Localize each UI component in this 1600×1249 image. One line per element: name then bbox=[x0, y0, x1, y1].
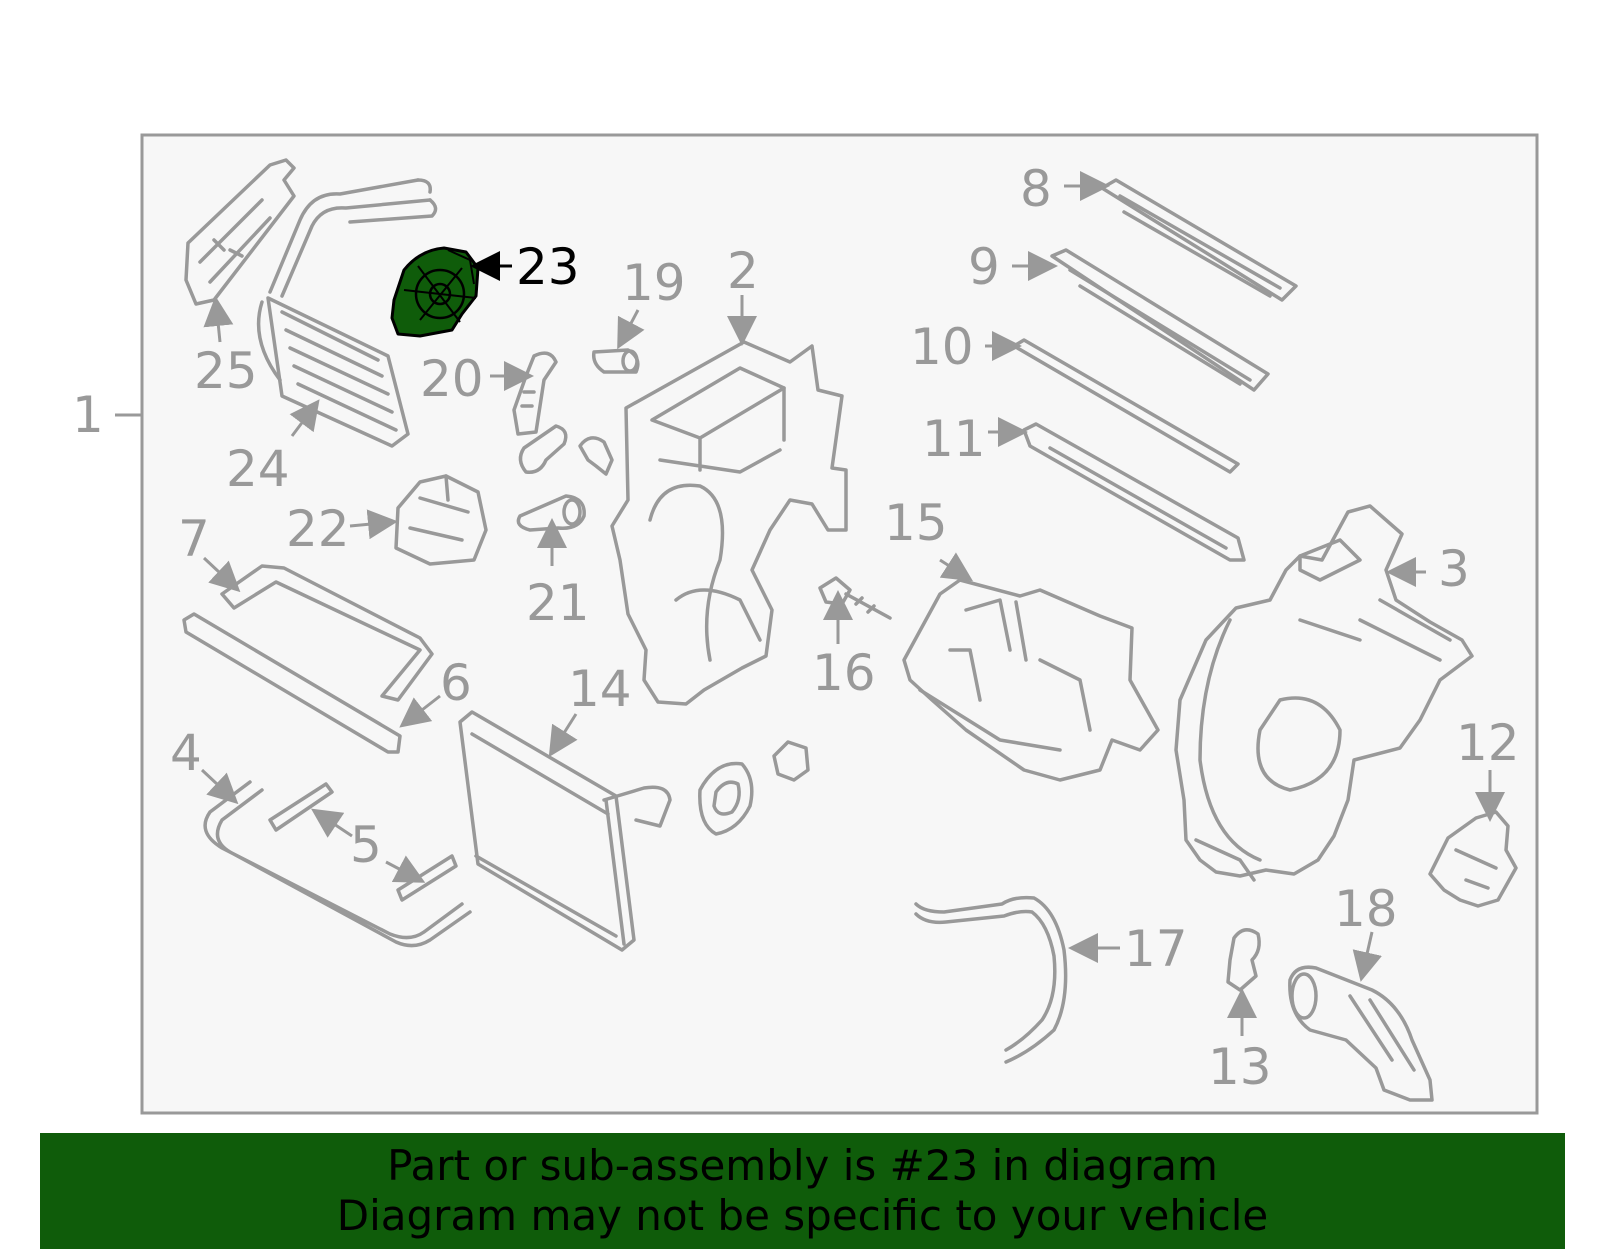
callout-10: 10 bbox=[910, 318, 974, 376]
callout-6: 6 bbox=[440, 654, 472, 712]
callout-24: 24 bbox=[226, 440, 290, 498]
callout-18: 18 bbox=[1334, 880, 1398, 938]
part-8-shape bbox=[1100, 178, 1298, 302]
callout-15: 15 bbox=[884, 494, 948, 552]
part-gasket-shapes bbox=[698, 740, 810, 836]
callout-labels: 1 2 3 4 5 6 7 8 9 10 11 12 13 14 15 16 1… bbox=[72, 160, 1520, 1096]
part-17-shape bbox=[914, 895, 1068, 1064]
callout-2: 2 bbox=[727, 242, 759, 300]
callout-17: 17 bbox=[1124, 920, 1188, 978]
callout-14: 14 bbox=[568, 660, 632, 718]
part-6-shape bbox=[182, 612, 402, 754]
leader-lines bbox=[115, 171, 1505, 1036]
callout-23[interactable]: 23 bbox=[516, 238, 580, 296]
callout-20: 20 bbox=[420, 350, 484, 408]
part-20-shape bbox=[512, 351, 558, 436]
callout-1: 1 bbox=[72, 386, 104, 444]
info-banner: Part or sub-assembly is #23 in diagram D… bbox=[40, 1133, 1565, 1249]
callout-22: 22 bbox=[286, 500, 350, 558]
part-19-shape bbox=[591, 348, 640, 374]
part-18-shape bbox=[1288, 965, 1434, 1102]
callout-19: 19 bbox=[622, 254, 686, 312]
part-3-shape bbox=[1174, 504, 1474, 882]
callout-25: 25 bbox=[194, 342, 258, 400]
part-4-shape bbox=[203, 780, 472, 948]
part-9-shape bbox=[1050, 248, 1270, 392]
callout-4: 4 bbox=[170, 724, 202, 782]
callout-9: 9 bbox=[968, 238, 1000, 296]
banner-line-2: Diagram may not be specific to your vehi… bbox=[336, 1191, 1269, 1240]
callout-5: 5 bbox=[350, 816, 382, 874]
part-link-shapes bbox=[518, 424, 614, 476]
callout-12: 12 bbox=[1456, 714, 1520, 772]
banner-line-1: Part or sub-assembly is #23 in diagram bbox=[387, 1141, 1218, 1190]
part-11-shape bbox=[1022, 422, 1246, 562]
callout-16: 16 bbox=[812, 644, 876, 702]
callout-11: 11 bbox=[922, 410, 986, 468]
callout-8: 8 bbox=[1020, 160, 1052, 218]
part-12-shape bbox=[1428, 810, 1518, 908]
part-14-shape bbox=[458, 710, 672, 952]
part-2-shape bbox=[610, 340, 848, 706]
callout-7: 7 bbox=[178, 510, 210, 568]
part-24-shape bbox=[256, 178, 438, 448]
callout-3: 3 bbox=[1438, 540, 1470, 598]
part-21-shape bbox=[516, 494, 586, 532]
part-5-shapes bbox=[268, 782, 458, 902]
callout-13: 13 bbox=[1208, 1038, 1272, 1096]
part-13-shape bbox=[1226, 928, 1261, 992]
part-22-shape bbox=[394, 474, 488, 566]
part-7-shape bbox=[220, 564, 434, 702]
part-15-shape bbox=[902, 578, 1160, 782]
part-25-shape bbox=[184, 158, 296, 306]
part-23-shape[interactable] bbox=[390, 246, 480, 338]
callout-21: 21 bbox=[526, 574, 590, 632]
